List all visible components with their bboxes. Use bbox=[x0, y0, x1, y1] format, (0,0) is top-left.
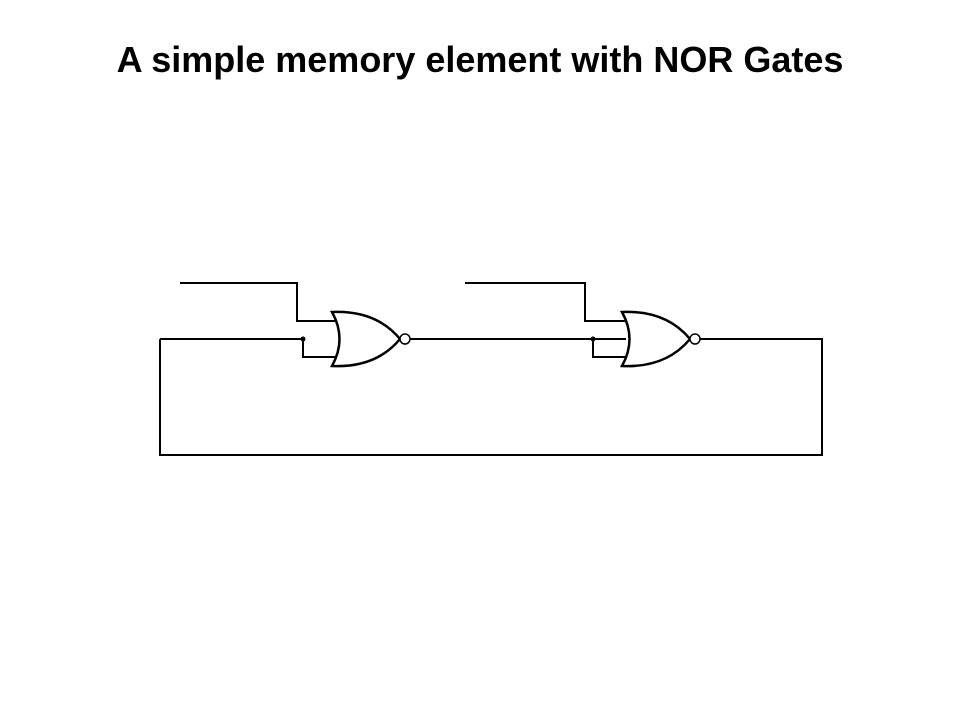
feedback-loop-wire bbox=[159, 338, 823, 456]
nor-gate-2-inversion-bubble bbox=[689, 333, 701, 345]
slide-title: A simple memory element with NOR Gates bbox=[116, 39, 844, 80]
nor-gate-1-inversion-bubble bbox=[399, 333, 411, 345]
gate-1-input-junction bbox=[300, 336, 306, 342]
gate-2-top-input-wire bbox=[465, 282, 626, 322]
nor-gate-1 bbox=[329, 310, 411, 368]
gate-2-input-junction bbox=[590, 336, 596, 342]
nor-gate-2-body bbox=[619, 310, 692, 368]
gate-1-top-input-wire bbox=[180, 282, 336, 322]
nor-gate-2 bbox=[619, 310, 701, 368]
gate-1-bottom-input-wire bbox=[160, 338, 336, 358]
gate-2-bottom-input-wire bbox=[592, 339, 626, 358]
nor-gate-1-body bbox=[329, 310, 402, 368]
